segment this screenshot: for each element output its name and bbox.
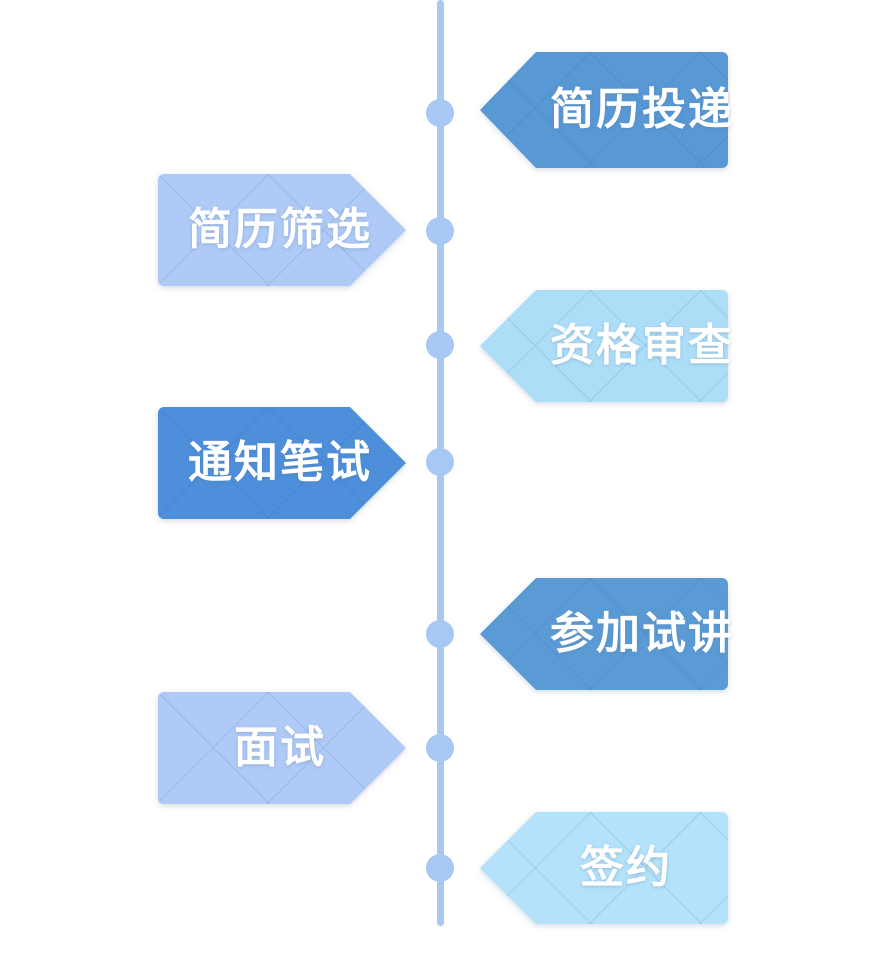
chevron-shape-right-4 bbox=[158, 407, 406, 519]
step-banner-1[interactable]: 简历投递 bbox=[480, 52, 732, 168]
step-banner-2[interactable]: 简历筛选 bbox=[158, 174, 406, 286]
step-label-3: 资格审查 bbox=[550, 321, 734, 370]
step-label-2: 简历筛选 bbox=[188, 205, 372, 254]
chevron-shape-right-2 bbox=[158, 174, 406, 286]
timeline-dot-3[interactable] bbox=[426, 331, 454, 359]
step-label-7: 签约 bbox=[580, 843, 672, 892]
step-banner-5[interactable]: 参加试讲 bbox=[480, 578, 732, 690]
step-label-5: 参加试讲 bbox=[550, 609, 734, 658]
chevron-shape-left-3 bbox=[480, 290, 728, 402]
step-banner-4[interactable]: 通知笔试 bbox=[158, 407, 406, 519]
step-banner-3[interactable]: 资格审查 bbox=[480, 290, 732, 402]
chevron-shape-left-1 bbox=[480, 52, 728, 168]
step-label-6: 面试 bbox=[234, 723, 326, 772]
timeline-dot-4[interactable] bbox=[426, 448, 454, 476]
step-label-4: 通知笔试 bbox=[188, 438, 372, 487]
chevron-shape-left-5 bbox=[480, 578, 728, 690]
timeline-dot-7[interactable] bbox=[426, 854, 454, 882]
timeline-dot-6[interactable] bbox=[426, 734, 454, 762]
timeline-dot-1[interactable] bbox=[426, 99, 454, 127]
step-label-1: 简历投递 bbox=[550, 85, 734, 134]
timeline-dot-5[interactable] bbox=[426, 620, 454, 648]
chevron-shape-left-7 bbox=[480, 812, 728, 924]
timeline-dot-2[interactable] bbox=[426, 217, 454, 245]
chevron-shape-right-6 bbox=[158, 692, 406, 804]
step-banner-7[interactable]: 签约 bbox=[480, 812, 728, 924]
step-banner-6[interactable]: 面试 bbox=[158, 692, 406, 804]
